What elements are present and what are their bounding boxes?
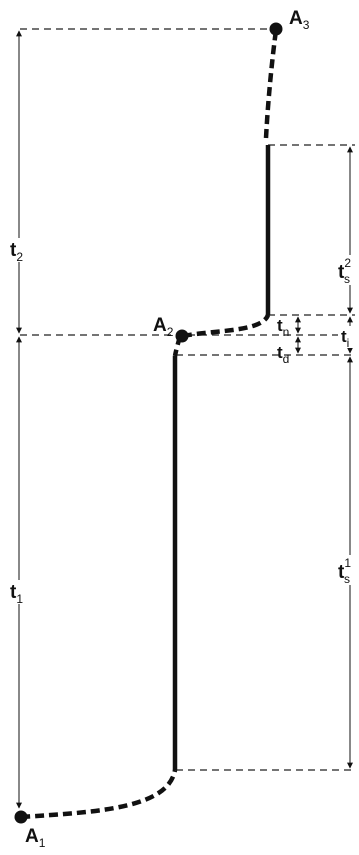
point-a1 bbox=[14, 810, 28, 824]
point-a3 bbox=[269, 22, 283, 36]
guide-lines bbox=[20, 28, 355, 771]
trajectory-curves bbox=[20, 29, 279, 820]
point-a2 bbox=[175, 329, 189, 343]
curve-rise-to-a3 bbox=[263, 29, 279, 139]
label-t1: t1 bbox=[10, 582, 23, 606]
label-a1: A1 bbox=[25, 826, 46, 850]
label-a2: A2 bbox=[153, 315, 174, 339]
label-ti: ti bbox=[341, 327, 349, 350]
label-t2: t2 bbox=[10, 240, 23, 264]
label-tn: tn bbox=[277, 316, 289, 339]
label-td: td bbox=[277, 343, 289, 366]
curve-a1-to-rise bbox=[20, 769, 178, 820]
dimension-arrows bbox=[16, 30, 353, 809]
trajectory-segments bbox=[172, 145, 271, 770]
curve-a2-to-rise bbox=[182, 313, 271, 339]
label-a3: A3 bbox=[289, 8, 310, 32]
points bbox=[14, 22, 283, 824]
